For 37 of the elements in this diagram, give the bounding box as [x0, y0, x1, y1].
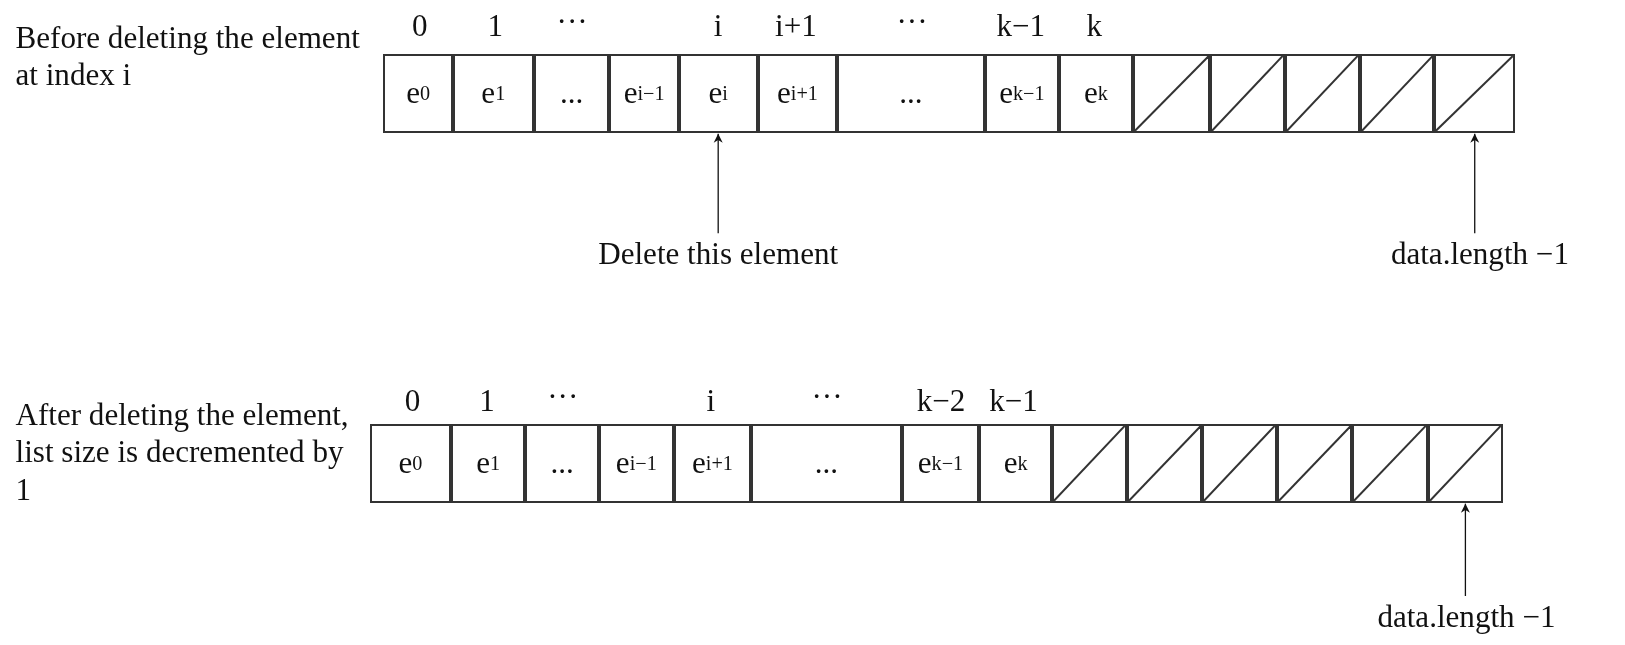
- index-label: 0: [411, 8, 428, 45]
- index-label: k−2: [916, 383, 966, 420]
- empty-array-cell: [1359, 53, 1435, 133]
- array-cell: ...: [837, 53, 985, 133]
- array-cell: ...: [751, 423, 902, 503]
- arrow: [713, 133, 723, 234]
- index-label: ···: [556, 4, 588, 41]
- array-cell: ...: [533, 53, 610, 133]
- index-label: k−1: [996, 8, 1046, 45]
- index-label: ···: [811, 379, 843, 416]
- empty-array-cell: [1051, 423, 1127, 503]
- row-description: After deleting the element, list size is decremented by 1: [15, 395, 350, 508]
- index-label: i+1: [775, 8, 817, 45]
- index-label: 0: [404, 383, 421, 420]
- array-cell: ...: [525, 423, 599, 503]
- index-label: ···: [547, 379, 579, 416]
- caption-text: data.length −1: [1390, 236, 1569, 273]
- index-label: 1: [487, 8, 504, 45]
- caption-text: data.length −1: [1377, 599, 1556, 635]
- empty-array-cell: [1202, 423, 1277, 503]
- row-description: Before deleting the element at index i: [15, 18, 361, 94]
- caption-text: Delete this element: [598, 236, 839, 273]
- arrow: [1470, 133, 1480, 234]
- empty-array-cell: [1428, 423, 1503, 503]
- empty-array-cell: [1126, 423, 1203, 503]
- empty-array-cell: [1285, 53, 1360, 133]
- index-label: 1: [479, 383, 495, 420]
- index-label: k−1: [989, 383, 1038, 420]
- empty-array-cell: [1132, 53, 1211, 133]
- index-label: i: [706, 383, 716, 420]
- index-label: i: [713, 8, 723, 45]
- index-label: ···: [896, 4, 928, 41]
- empty-array-cell: [1210, 53, 1286, 133]
- empty-array-cell: [1352, 423, 1429, 503]
- empty-array-cell: [1276, 423, 1353, 503]
- index-label: k: [1086, 8, 1103, 45]
- arrow: [1460, 503, 1470, 597]
